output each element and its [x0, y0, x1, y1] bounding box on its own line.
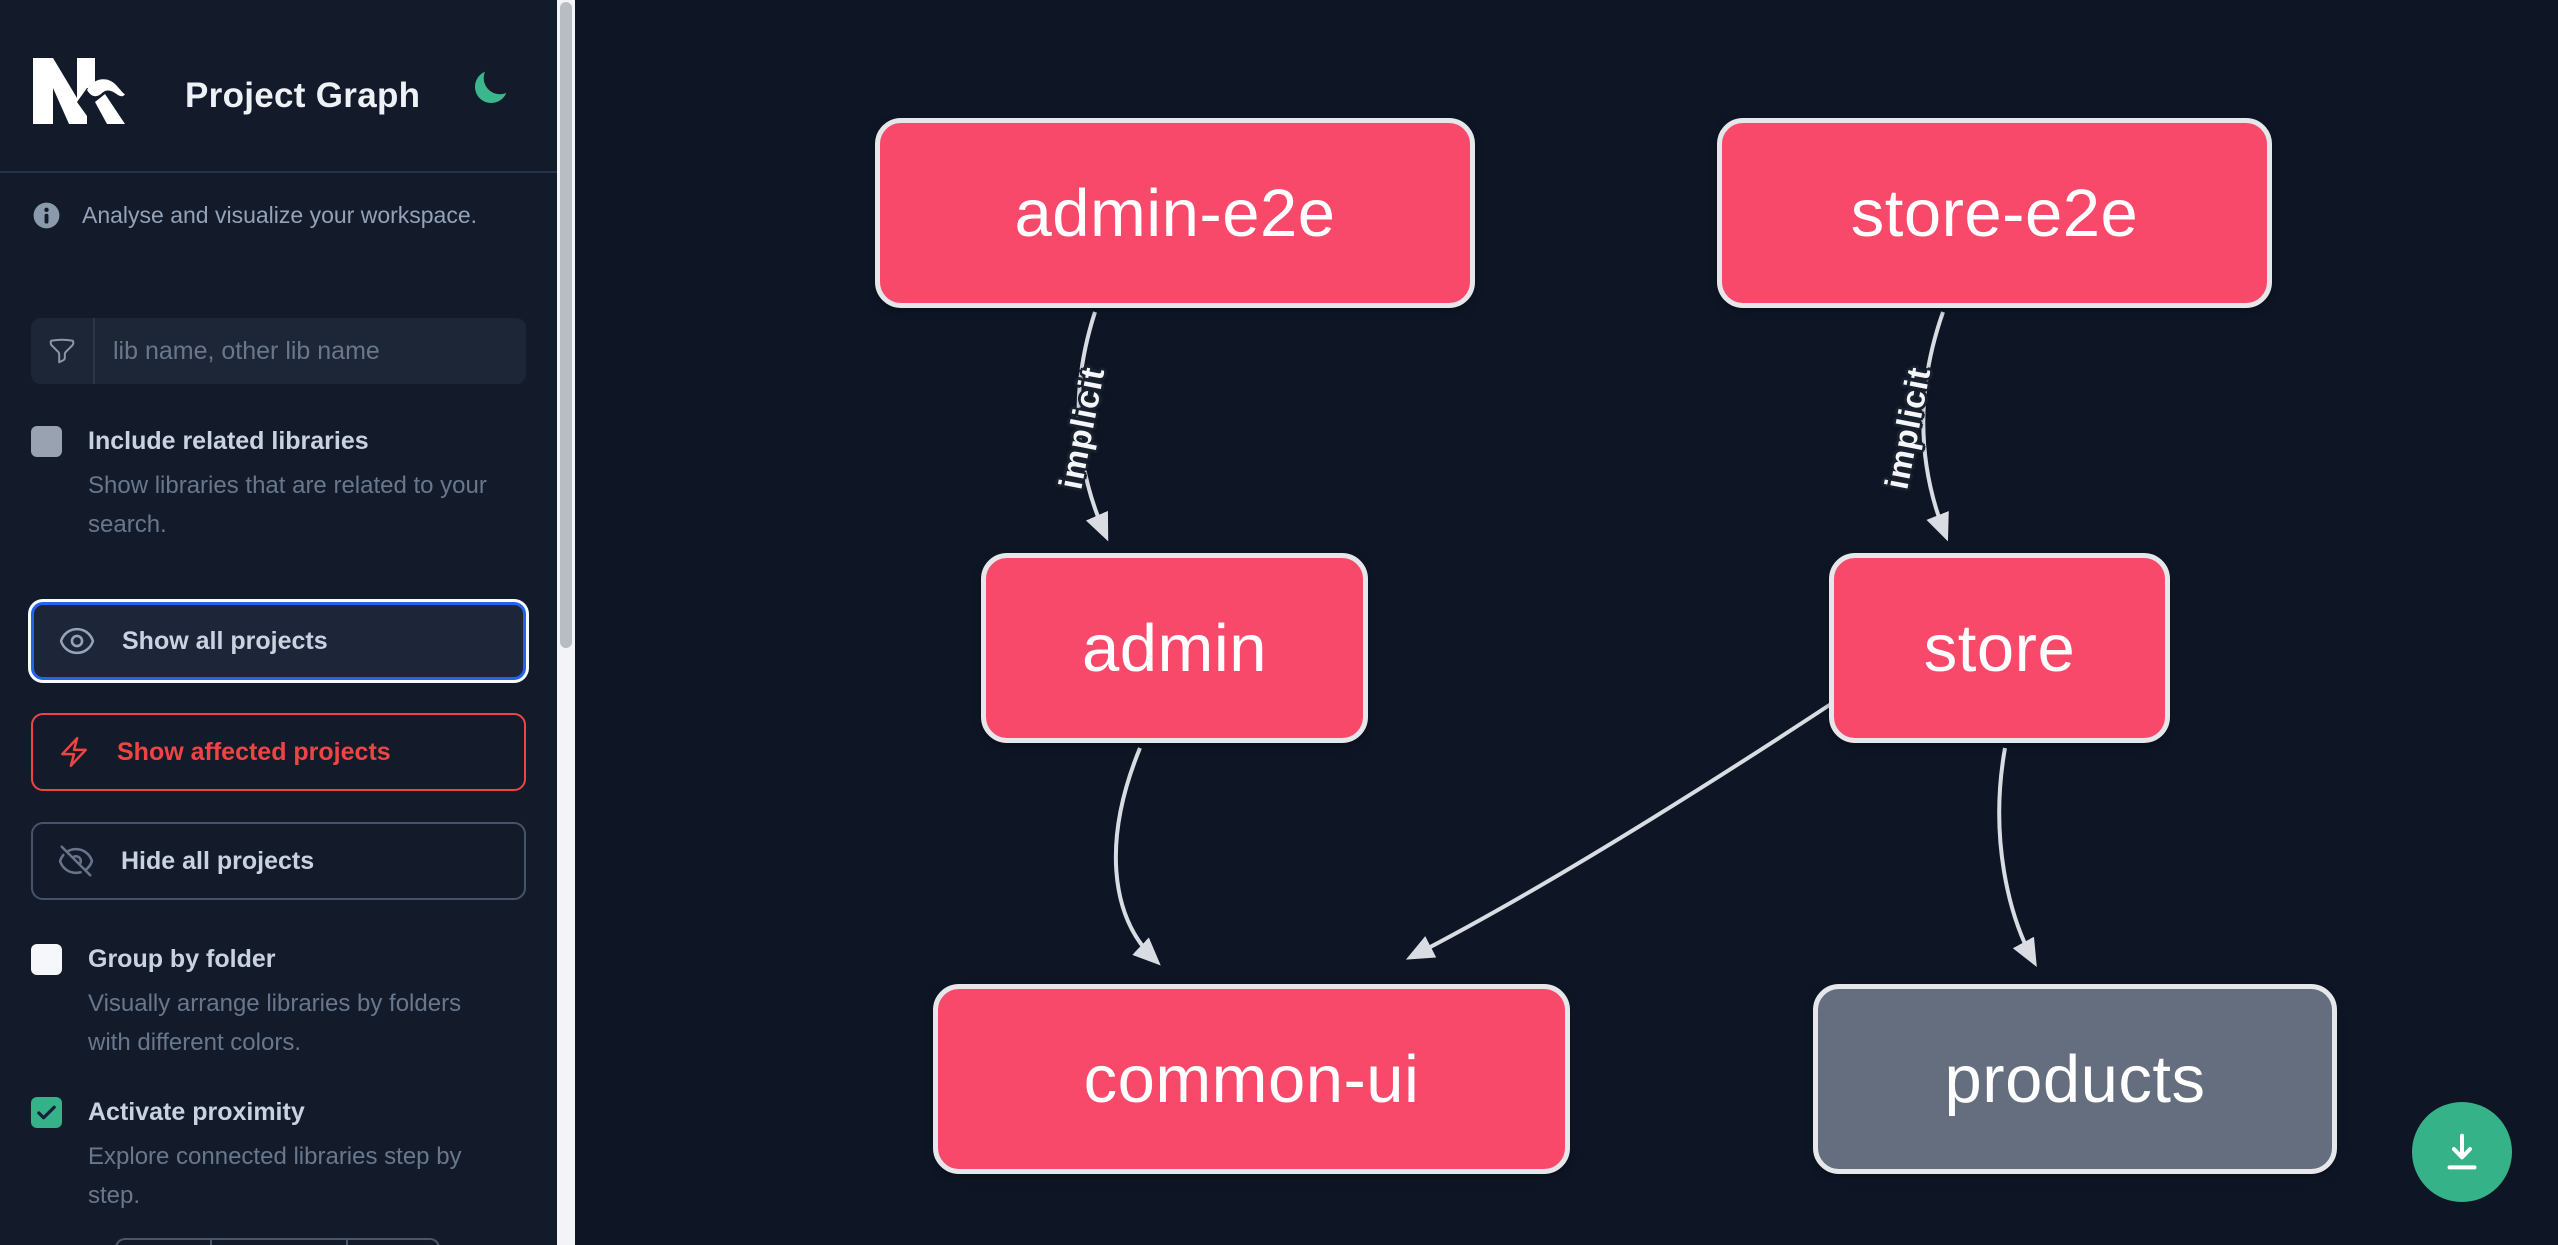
option-activate-proximity: Activate proximity Explore connected lib…	[31, 1095, 511, 1215]
show-affected-projects-button[interactable]: Show affected projects	[31, 713, 526, 791]
info-icon	[33, 202, 60, 229]
stepper-segment[interactable]	[348, 1240, 438, 1245]
workspace-tagline: Analyse and visualize your workspace.	[82, 202, 478, 228]
nx-logo	[33, 58, 125, 124]
node-label: admin	[1082, 610, 1267, 686]
edge-store-products	[1997, 747, 2037, 968]
bolt-icon	[61, 736, 87, 768]
activate-proximity-checkbox[interactable]	[31, 1097, 62, 1128]
filter-funnel-icon	[31, 318, 95, 384]
include-related-checkbox[interactable]	[31, 426, 62, 457]
graph-node-admin[interactable]: admin	[981, 553, 1368, 743]
graph-node-admin-e2e[interactable]: admin-e2e	[875, 118, 1475, 308]
node-label: admin-e2e	[1014, 175, 1336, 251]
sidebar-scrollbar-track[interactable]	[557, 0, 575, 1245]
sidebar-scrollbar-thumb[interactable]	[560, 2, 572, 648]
download-icon	[2447, 1133, 2477, 1170]
project-graph-canvas[interactable]: implicit implicit admin-e2e store-e2e ad…	[575, 0, 2558, 1245]
group-by-folder-description: Visually arrange libraries by folders wi…	[88, 990, 462, 1056]
graph-node-store-e2e[interactable]: store-e2e	[1717, 118, 2272, 308]
node-label: products	[1944, 1041, 2206, 1117]
edge-store-e2e-store	[1921, 311, 1949, 542]
show-affected-projects-label: Show affected projects	[117, 737, 391, 766]
edge-admin-e2e-admin	[1076, 311, 1109, 542]
page-title: Project Graph	[185, 76, 421, 115]
graph-node-common-ui[interactable]: common-ui	[933, 984, 1570, 1174]
node-label: store-e2e	[1850, 175, 2139, 251]
activate-proximity-label: Activate proximity	[88, 1098, 305, 1126]
activate-proximity-description: Explore connected libraries step by step…	[88, 1143, 462, 1209]
option-include-related: Include related libraries Show libraries…	[31, 424, 511, 544]
download-graph-button[interactable]	[2412, 1102, 2512, 1202]
show-all-projects-label: Show all projects	[122, 626, 328, 655]
edge-admin-common-ui	[1113, 747, 1161, 966]
show-all-projects-button[interactable]: Show all projects	[31, 602, 526, 680]
stepper-segment[interactable]	[117, 1240, 212, 1245]
graph-node-store[interactable]: store	[1829, 553, 2170, 743]
group-by-folder-label: Group by folder	[88, 945, 276, 973]
workspace-tagline-row: Analyse and visualize your workspace.	[31, 200, 531, 231]
graph-node-products[interactable]: products	[1813, 984, 2337, 1174]
group-by-folder-checkbox[interactable]	[31, 944, 62, 975]
sidebar-header: Project Graph	[0, 0, 557, 173]
sidebar: Project Graph Analyse and visualize your…	[0, 0, 557, 1245]
eye-icon	[59, 627, 95, 655]
moon-icon[interactable]	[470, 68, 510, 108]
option-group-by-folder: Group by folder Visually arrange librari…	[31, 942, 511, 1062]
node-label: store	[1923, 610, 2076, 686]
include-related-label: Include related libraries	[88, 427, 369, 455]
hide-all-projects-label: Hide all projects	[121, 846, 315, 875]
search-box	[31, 318, 526, 384]
node-label: common-ui	[1083, 1041, 1420, 1117]
search-input[interactable]	[95, 318, 526, 384]
eye-slash-icon	[58, 845, 94, 877]
include-related-description: Show libraries that are related to your …	[88, 472, 487, 538]
graph-edges	[1076, 311, 2037, 968]
proximity-stepper-control	[115, 1238, 440, 1245]
stepper-segment[interactable]	[212, 1240, 348, 1245]
edge-store-common-ui	[1405, 702, 1833, 960]
hide-all-projects-button[interactable]: Hide all projects	[31, 822, 526, 900]
